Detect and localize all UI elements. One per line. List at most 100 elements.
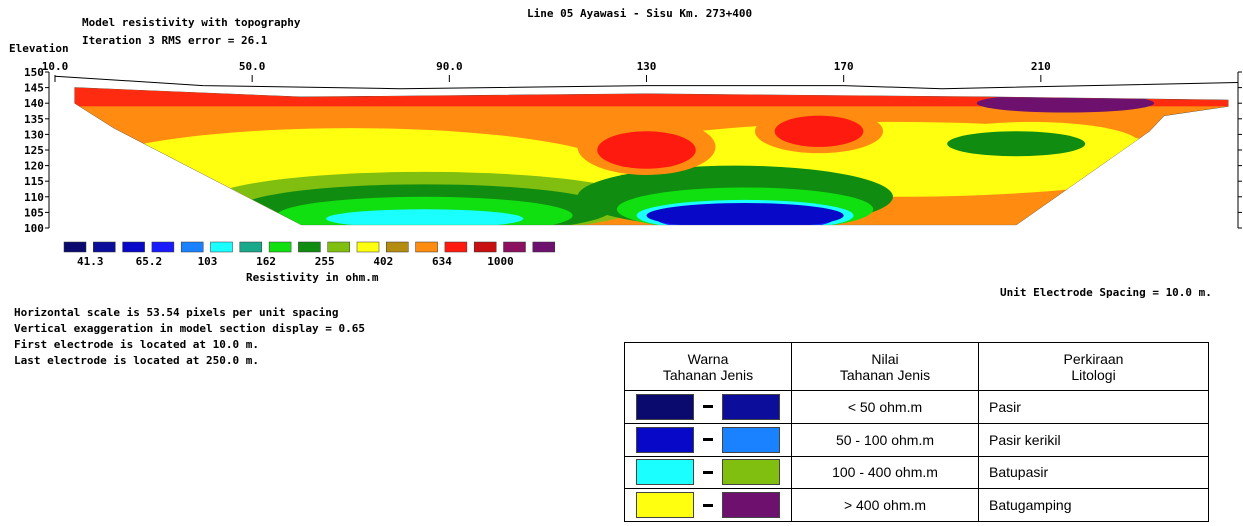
- color-swatch: [636, 459, 694, 486]
- x-tick-label: 50.0: [239, 60, 266, 73]
- swatch-cell: [624, 422, 792, 457]
- purple-zone: [976, 93, 1155, 113]
- header-text: Nilai: [871, 350, 899, 367]
- lithology-legend-table: Warna Tahanan Jenis Nilai Tahanan Jenis …: [624, 341, 1209, 522]
- colorbar-swatch: [298, 241, 321, 253]
- header-value: Nilai Tahanan Jenis: [791, 341, 979, 392]
- legend-header-row: Warna Tahanan Jenis Nilai Tahanan Jenis …: [624, 341, 1209, 392]
- colorbar-swatch: [473, 241, 497, 253]
- resistivity-blob: [646, 203, 844, 225]
- y-tick-label: 120: [24, 160, 44, 173]
- topography-line: [54, 75, 1239, 90]
- y-tick-label: 150: [24, 66, 44, 79]
- resistivity-blob: [326, 209, 524, 225]
- colorbar-tick-label: 402: [373, 255, 393, 268]
- color-swatch: [722, 459, 780, 486]
- y-tick-label: 140: [24, 97, 44, 110]
- table-row: < 50 ohm.m Pasir: [624, 390, 1209, 424]
- header-lithology: Perkiraan Litologi: [978, 341, 1209, 392]
- dash: [703, 503, 713, 507]
- resistivity-blob: [597, 131, 696, 169]
- lithology-cell: Batupasir: [978, 455, 1209, 490]
- colorbar-swatch: [327, 241, 350, 253]
- table-row: 100 - 400 ohm.m Batupasir: [624, 455, 1209, 490]
- swatch-cell: [624, 455, 792, 490]
- dash: [703, 470, 713, 474]
- header-color: Warna Tahanan Jenis: [624, 341, 792, 392]
- chart-subtitle: Iteration 3 RMS error = 26.1: [82, 34, 268, 47]
- line-title: Line 05 Ayawasi - Sisu Km. 273+400: [527, 7, 753, 20]
- resistivity-section-chart: Elevation1501451401351301251201151101051…: [9, 42, 1242, 284]
- lithology-cell: Batugamping: [978, 488, 1209, 522]
- swatch-cell: [624, 488, 792, 522]
- color-swatch: [722, 492, 780, 519]
- colorbar-swatch: [151, 241, 175, 253]
- y-tick-label: 130: [24, 128, 44, 141]
- header-text: Tahanan Jenis: [662, 366, 754, 383]
- dash: [703, 405, 713, 409]
- colorbar-tick-label: 255: [315, 255, 335, 268]
- table-row: 50 - 100 ohm.m Pasir kerikil: [624, 422, 1209, 457]
- color-swatch: [722, 426, 780, 453]
- info-line: Last electrode is located at 250.0 m.: [14, 354, 260, 367]
- colorbar-swatch: [210, 241, 233, 253]
- dash: [703, 438, 713, 442]
- colorbar-swatch: [386, 241, 409, 253]
- unit-spacing-text: Unit Electrode Spacing = 10.0 m.: [1000, 286, 1212, 299]
- color-swatch: [722, 393, 780, 420]
- y-tick-label: 135: [24, 113, 44, 126]
- value-cell: 50 - 100 ohm.m: [791, 422, 979, 457]
- info-line: First electrode is located at 10.0 m.: [14, 338, 260, 351]
- x-tick-label: 210: [1031, 60, 1051, 73]
- resistivity-blob: [947, 131, 1086, 157]
- colorbar-swatch: [268, 241, 292, 253]
- chart-title: Model resistivity with topography: [82, 16, 301, 29]
- value-cell: < 50 ohm.m: [791, 390, 979, 424]
- colorbar-tick-label: 162: [256, 255, 276, 268]
- color-swatch: [636, 426, 694, 453]
- header-text: Tahanan Jenis: [839, 366, 931, 383]
- info-line: Horizontal scale is 53.54 pixels per uni…: [14, 306, 339, 319]
- colorbar-swatch: [63, 241, 87, 253]
- info-line: Vertical exaggeration in model section d…: [14, 322, 365, 335]
- purple-zone: [1144, 206, 1229, 225]
- x-tick-label: 130: [637, 60, 657, 73]
- lithology-cell: Pasir kerikil: [978, 422, 1209, 457]
- colorbar-tick-label: 41.3: [77, 255, 104, 268]
- header-text: Litologi: [1071, 366, 1116, 383]
- colorbar-swatch: [444, 241, 468, 253]
- colorbar-swatch: [356, 241, 380, 253]
- colorbar-swatch: [180, 241, 204, 253]
- colorbar-tick-label: 634: [432, 255, 452, 268]
- colorbar-tick-label: 103: [198, 255, 218, 268]
- y-tick-label: 125: [24, 144, 44, 157]
- colorbar-tick-label: 1000: [487, 255, 514, 268]
- y-tick-label: 145: [24, 82, 44, 95]
- color-swatch: [636, 393, 694, 420]
- color-swatch: [636, 492, 694, 519]
- colorbar-swatch: [532, 241, 556, 253]
- y-tick-label: 110: [24, 191, 44, 204]
- x-tick-label: 10.0: [42, 60, 69, 73]
- value-cell: > 400 ohm.m: [791, 488, 979, 522]
- y-tick-label: 100: [24, 222, 44, 235]
- colorbar-tick-label: 65.2: [136, 255, 163, 268]
- colorbar-swatch: [503, 241, 526, 253]
- header-text: Perkiraan: [1063, 350, 1124, 367]
- swatch-cell: [624, 390, 792, 424]
- resistivity-blob: [774, 115, 864, 147]
- y-tick-label: 105: [24, 206, 44, 219]
- colorbar-label: Resistivity in ohm.m: [246, 271, 379, 284]
- y-axis-label: Elevation: [9, 42, 69, 55]
- lithology-cell: Pasir: [978, 390, 1209, 424]
- colorbar-swatch: [122, 241, 145, 253]
- value-cell: 100 - 400 ohm.m: [791, 455, 979, 490]
- table-row: > 400 ohm.m Batugamping: [624, 488, 1209, 522]
- colorbar-swatch: [93, 241, 116, 253]
- header-text: Warna: [687, 350, 729, 367]
- x-tick-label: 170: [834, 60, 854, 73]
- x-tick-label: 90.0: [436, 60, 463, 73]
- red-zone: [1065, 184, 1229, 225]
- colorbar-swatch: [415, 241, 438, 253]
- colorbar-swatch: [239, 241, 263, 253]
